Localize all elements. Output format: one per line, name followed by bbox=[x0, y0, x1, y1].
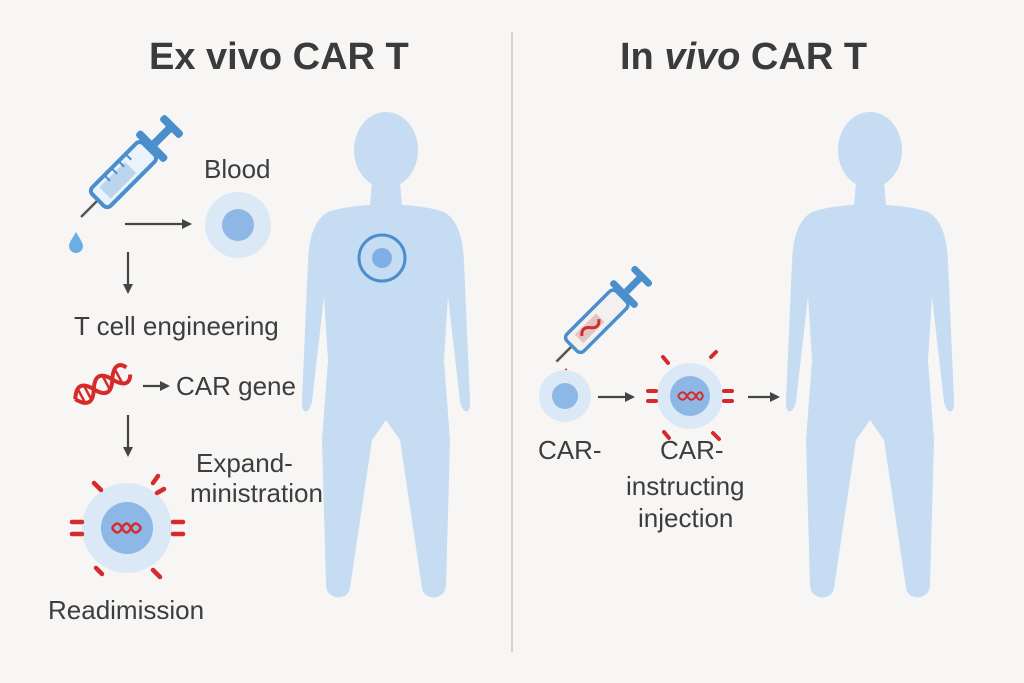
label-t-cell-engineering: T cell engineering bbox=[74, 311, 279, 341]
blood-drop-icon bbox=[69, 232, 83, 253]
right-title: In vivo CAR T bbox=[620, 36, 867, 79]
right-title-italic: vivo bbox=[664, 36, 741, 78]
label-blood: Blood bbox=[204, 154, 271, 184]
label-instructing-1: CAR- bbox=[660, 435, 724, 465]
body-silhouette-icon bbox=[785, 112, 955, 598]
right-title-suffix: CAR T bbox=[740, 36, 868, 78]
left-title: Ex vivo CAR T bbox=[149, 36, 409, 78]
label-instructing-2: instructing bbox=[626, 471, 745, 501]
dna-helix-icon bbox=[73, 363, 133, 405]
body-silhouette-icon bbox=[301, 112, 471, 598]
syringe-icon bbox=[80, 114, 184, 218]
car-t-cell-icon bbox=[69, 473, 186, 580]
label-car: CAR- bbox=[538, 435, 602, 465]
car-t-cell-icon bbox=[646, 350, 734, 441]
label-expand-1: Expand- bbox=[196, 448, 293, 478]
right-title-prefix: In bbox=[620, 36, 665, 78]
label-readmission: Readimission bbox=[48, 595, 205, 625]
t-cell-icon bbox=[539, 370, 591, 422]
syringe-icon bbox=[555, 265, 653, 363]
label-car-gene: CAR gene bbox=[176, 371, 296, 401]
blood-cell-icon bbox=[205, 192, 271, 258]
target-cell-icon bbox=[357, 233, 407, 283]
label-instructing-3: injection bbox=[638, 503, 734, 533]
label-expand-2: ministration bbox=[190, 478, 323, 508]
